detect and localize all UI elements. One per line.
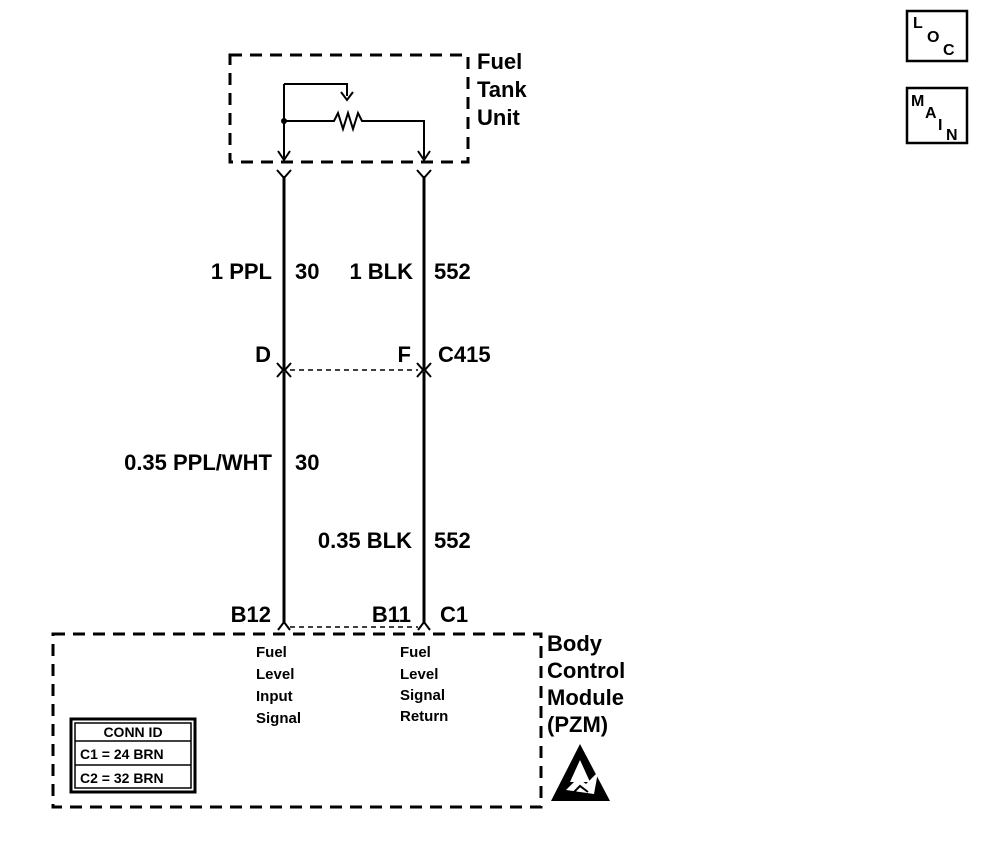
bcm-signal-right-line1: Fuel [400, 644, 431, 661]
fuel-tank-unit-label-line1: Fuel [477, 49, 522, 74]
bcm-signal-right-line2: Level [400, 666, 438, 683]
fuel-tank-unit-boundary [228, 53, 470, 164]
c415-pin-f: F [398, 342, 411, 367]
bcm-pin-b12: B12 [231, 602, 271, 627]
fuel-tank-connector [276, 169, 432, 180]
wire-30-upper-circuit: 30 [295, 259, 319, 284]
bcm-boundary [51, 632, 543, 809]
conn-id-row-c1: C1 = 24 BRN [80, 746, 164, 762]
conn-id-row-c2: C2 = 32 BRN [80, 770, 164, 786]
loc-button[interactable]: L O C [905, 9, 969, 63]
main-button-letter-m: M [911, 93, 924, 110]
fuel-tank-unit: Fuel Tank Unit [228, 49, 527, 164]
loc-button-letter-c: C [943, 42, 955, 59]
wire-30-lower-color: 0.35 PPL/WHT [124, 450, 272, 475]
bcm-signal-left-line1: Fuel [256, 644, 287, 661]
c415-pin-d: D [255, 342, 271, 367]
bcm-signal-left-line3: Input [256, 688, 293, 705]
bcm-connector: B12 B11 C1 [231, 602, 468, 631]
fuel-tank-unit-label-line3: Unit [477, 105, 520, 130]
c415-connector-name: C415 [438, 342, 491, 367]
loc-button-letter-o: O [927, 29, 939, 46]
wire-552-lower-circuit: 552 [434, 528, 471, 553]
fuel-level-sender-resistor [277, 83, 431, 162]
wire-552-lower-color: 0.35 BLK [318, 528, 412, 553]
main-button-letter-n: N [946, 127, 958, 144]
wire-30-upper-color: 1 PPL [211, 259, 272, 284]
bcm-label-line1: Body [547, 631, 603, 656]
bcm-label-line4: (PZM) [547, 712, 608, 737]
fuel-tank-unit-label-line2: Tank [477, 77, 527, 102]
wire-552-upper-circuit: 552 [434, 259, 471, 284]
bcm-signal-left-line2: Level [256, 666, 294, 683]
main-button-letter-a: A [925, 105, 937, 122]
main-button[interactable]: M A I N [905, 86, 969, 145]
main-button-letter-i: I [938, 117, 942, 134]
loc-button-letter-l: L [913, 15, 923, 32]
bcm-pin-b11: B11 [372, 602, 411, 627]
esd-warning-icon [551, 744, 610, 801]
conn-id-table: CONN ID C1 = 24 BRN C2 = 32 BRN [69, 717, 197, 794]
bcm-signal-right-line4: Return [400, 708, 448, 725]
wire-30-lower-circuit: 30 [295, 450, 319, 475]
conn-id-header: CONN ID [103, 724, 162, 740]
bcm-signal-left-line4: Signal [256, 710, 301, 727]
wire-552-upper-color: 1 BLK [349, 259, 413, 284]
body-control-module: Fuel Level Input Signal Fuel Level Signa… [51, 631, 625, 809]
bcm-label-line3: Module [547, 685, 624, 710]
bcm-connector-c1: C1 [440, 602, 468, 627]
bcm-signal-right-line3: Signal [400, 687, 445, 704]
bcm-label-line2: Control [547, 658, 625, 683]
connector-c415: D F C415 [255, 342, 491, 378]
